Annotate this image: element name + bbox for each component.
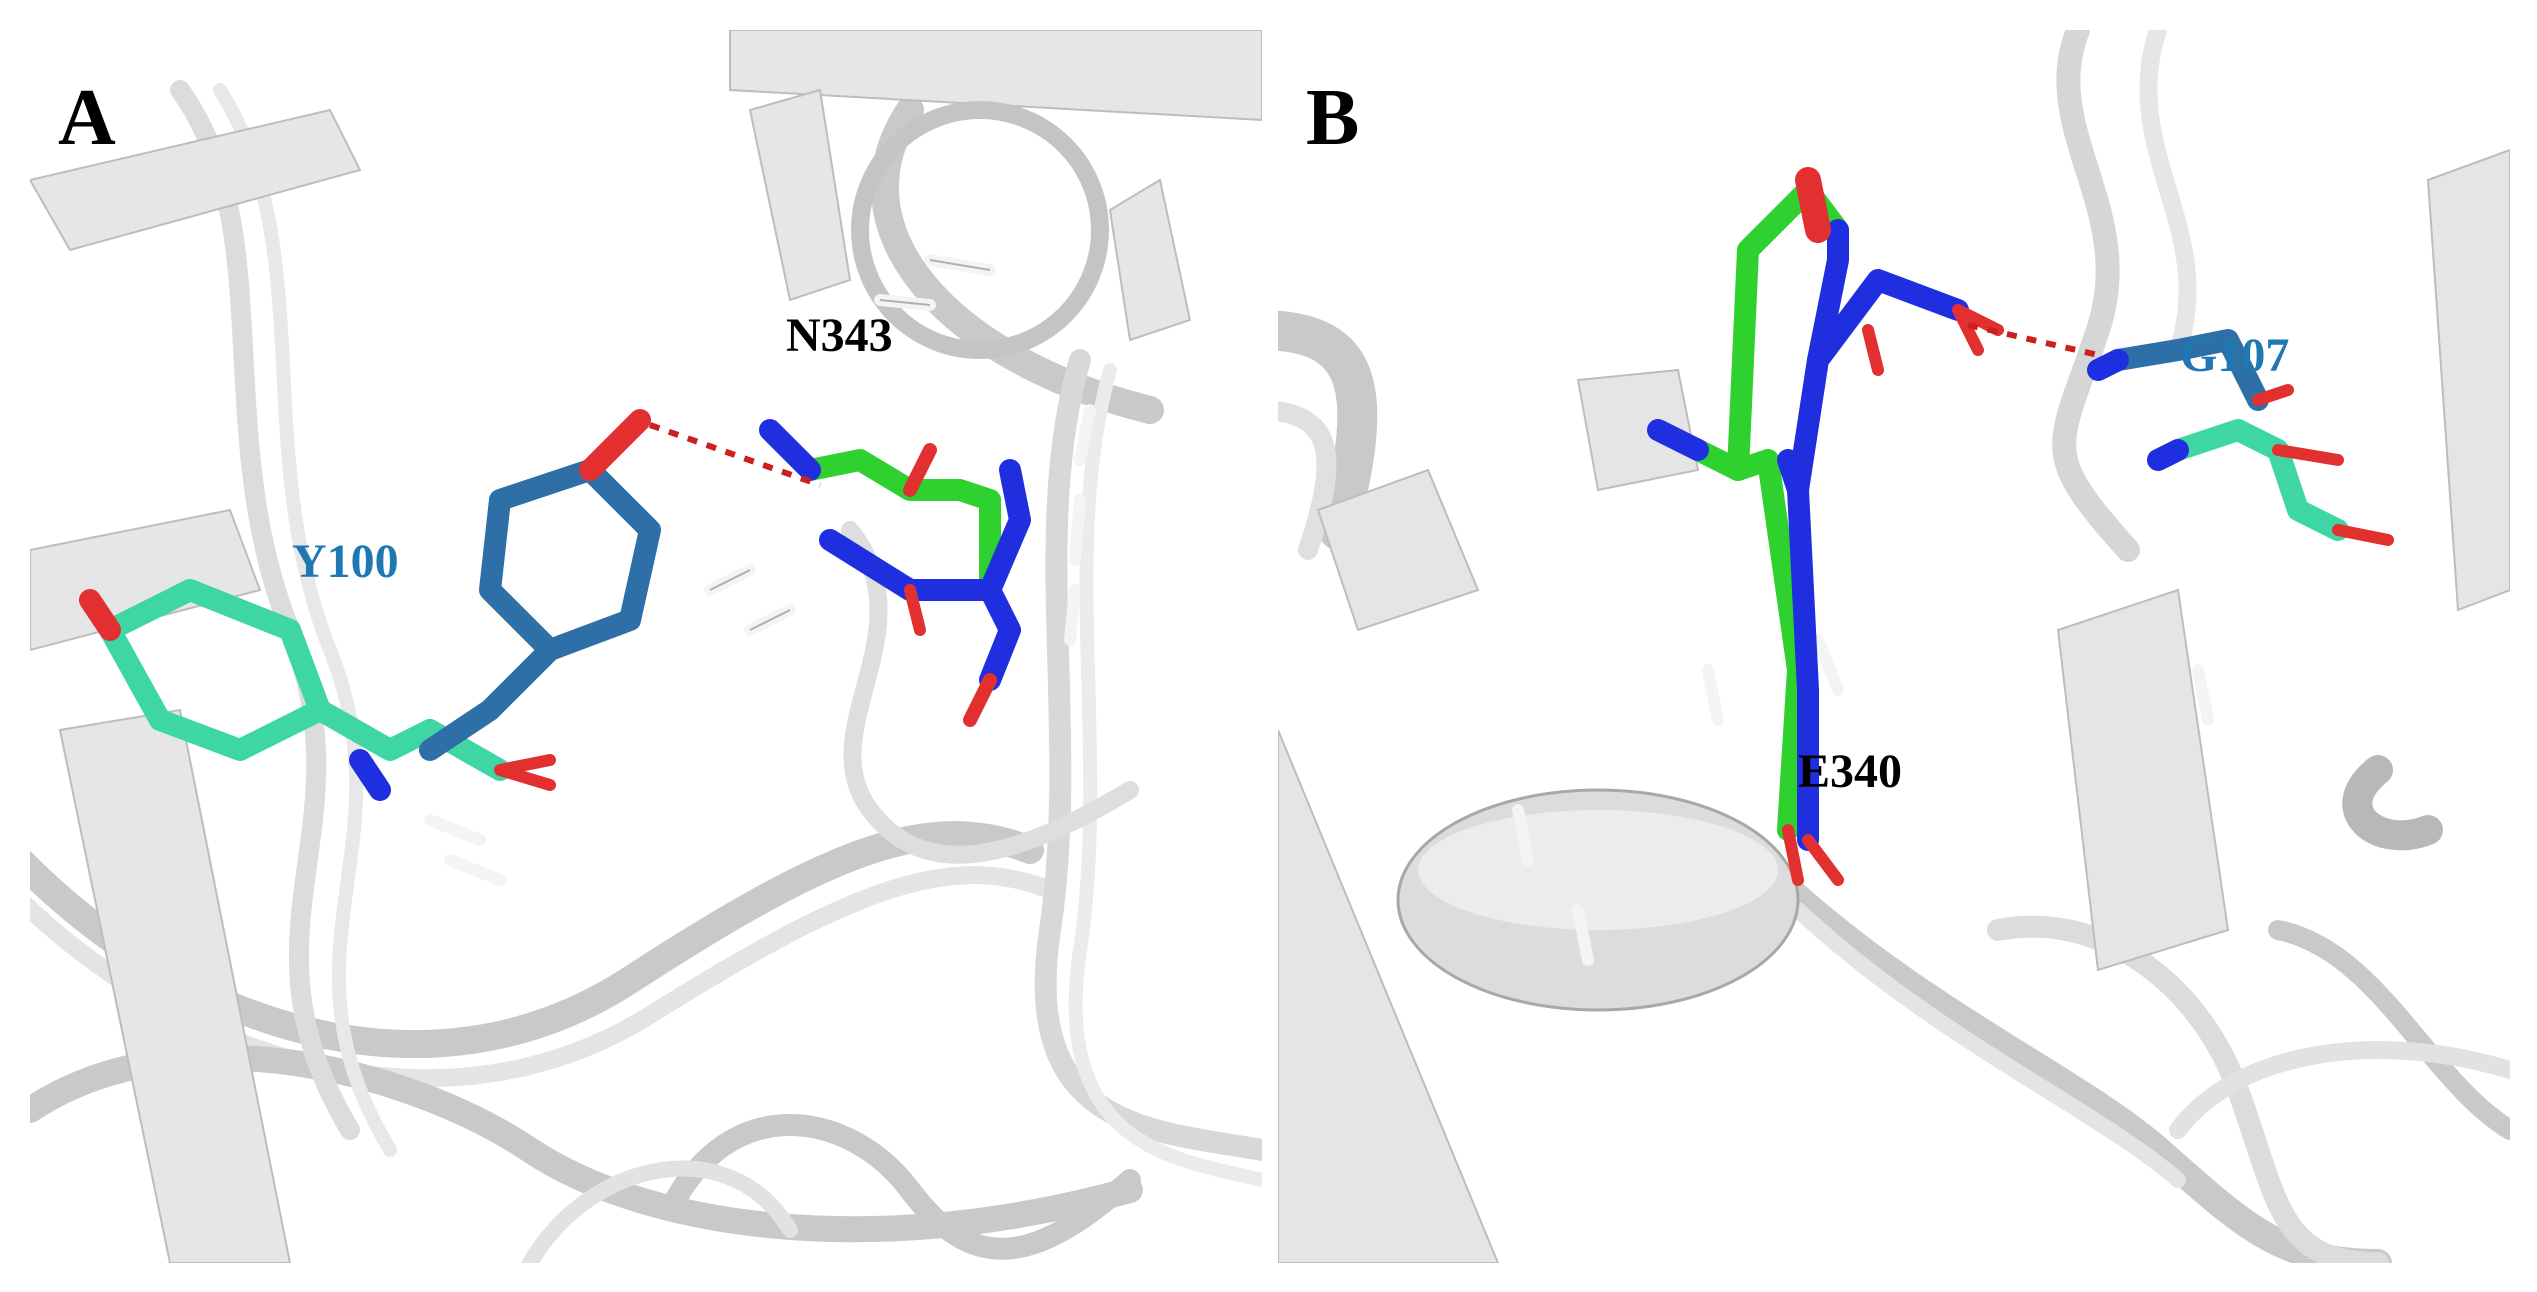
- beta-strand: [1108, 178, 1192, 342]
- g107-o2: [2252, 384, 2294, 406]
- g107-blue: [2107, 329, 2269, 411]
- e340-o-right: [1952, 304, 2004, 356]
- y100-blue-oh: [579, 409, 651, 481]
- n343-blue-o2: [904, 584, 926, 636]
- beta-strand: [30, 508, 262, 652]
- n343-green-o: [903, 443, 937, 497]
- dash-cyl: [1512, 804, 1534, 866]
- residue-label-g107: G107: [2180, 329, 2290, 382]
- e340-o-mid: [1862, 324, 1884, 376]
- cartoon-loop: [2342, 755, 2443, 851]
- cartoon-loop: [2169, 1041, 2510, 1139]
- cartoon-loop: [213, 83, 397, 1157]
- panel-letter: A: [58, 74, 116, 162]
- residue-label-e340: E340: [1798, 745, 1903, 798]
- cartoon-loop: [2052, 30, 2140, 562]
- dash-cyl: [1074, 404, 1096, 466]
- panel-a: A N343 Y100: [30, 30, 1262, 1263]
- helix-coil: [851, 101, 1109, 359]
- panel-b-structure: [1278, 30, 2510, 1263]
- beta-strand: [748, 88, 852, 302]
- cartoon-loop: [1034, 349, 1262, 1161]
- y100-blue-chain: [419, 639, 561, 761]
- beta-strand: [729, 30, 1262, 122]
- beta-strand: [58, 708, 292, 1263]
- y100-teal-chain: [309, 699, 511, 781]
- g107-teal: [2167, 419, 2349, 541]
- dash-cyl: [2192, 664, 2214, 726]
- residue-label-n343: N343: [786, 309, 893, 362]
- e340-green: [1687, 439, 1809, 841]
- y100-teal-o: [494, 754, 556, 791]
- n343-blue-o: [963, 673, 997, 727]
- n343-green: [799, 449, 1001, 601]
- g107-o: [2272, 444, 2394, 546]
- dash-cyl: [1812, 634, 1844, 696]
- y100-teal-oh: [79, 589, 121, 641]
- e340-o-top: [1795, 167, 1831, 243]
- e340-o-bottom: [1782, 824, 1844, 886]
- g107-teal-n: [2147, 439, 2189, 471]
- cartoon-loop: [1790, 902, 2186, 1188]
- cartoon-loop: [522, 1160, 798, 1263]
- dash-cyl: [1069, 494, 1086, 566]
- e340-green-n: [1647, 419, 1709, 461]
- panel-letter: B: [1306, 74, 1360, 162]
- cartoon-loop: [841, 521, 1139, 864]
- dash-cyl: [424, 814, 486, 846]
- g107-blue-n: [2087, 349, 2129, 381]
- cartoon-loop: [1278, 401, 1337, 560]
- dash-cyl: [1064, 584, 1081, 646]
- panel-b: B G107 E340: [1278, 30, 2510, 1263]
- dash-cyl: [1572, 904, 1594, 966]
- cartoon-loop: [659, 1114, 1141, 1260]
- dash-cyl: [444, 854, 506, 886]
- cartoon-loop: [1764, 866, 2392, 1263]
- beta-strand: [30, 108, 362, 252]
- e340-blue3: [1807, 219, 1849, 371]
- beta-strand: [2426, 148, 2510, 612]
- e340-blue2: [1787, 269, 1969, 501]
- y100-blue-ring: [479, 459, 661, 661]
- beta-strand: [1316, 468, 1480, 632]
- cartoon-loop: [1278, 310, 1378, 550]
- n343-green-n: [759, 419, 821, 481]
- beta-strand: [1278, 729, 1500, 1263]
- beta-strand: [2056, 588, 2230, 972]
- n343-blue-n2: [979, 459, 1031, 601]
- residue-label-y100: Y100: [292, 535, 399, 588]
- dash-cyl: [1702, 664, 1724, 726]
- cartoon-loop: [1068, 363, 1262, 1187]
- y100-teal-n: [349, 749, 391, 801]
- beta-strand: [1576, 368, 1700, 492]
- panel-a-structure: [30, 30, 1262, 1263]
- cartoon-loop: [2268, 920, 2510, 1140]
- hydrogen-bond: [1967, 322, 2099, 358]
- cartoon-loop: [2139, 30, 2197, 359]
